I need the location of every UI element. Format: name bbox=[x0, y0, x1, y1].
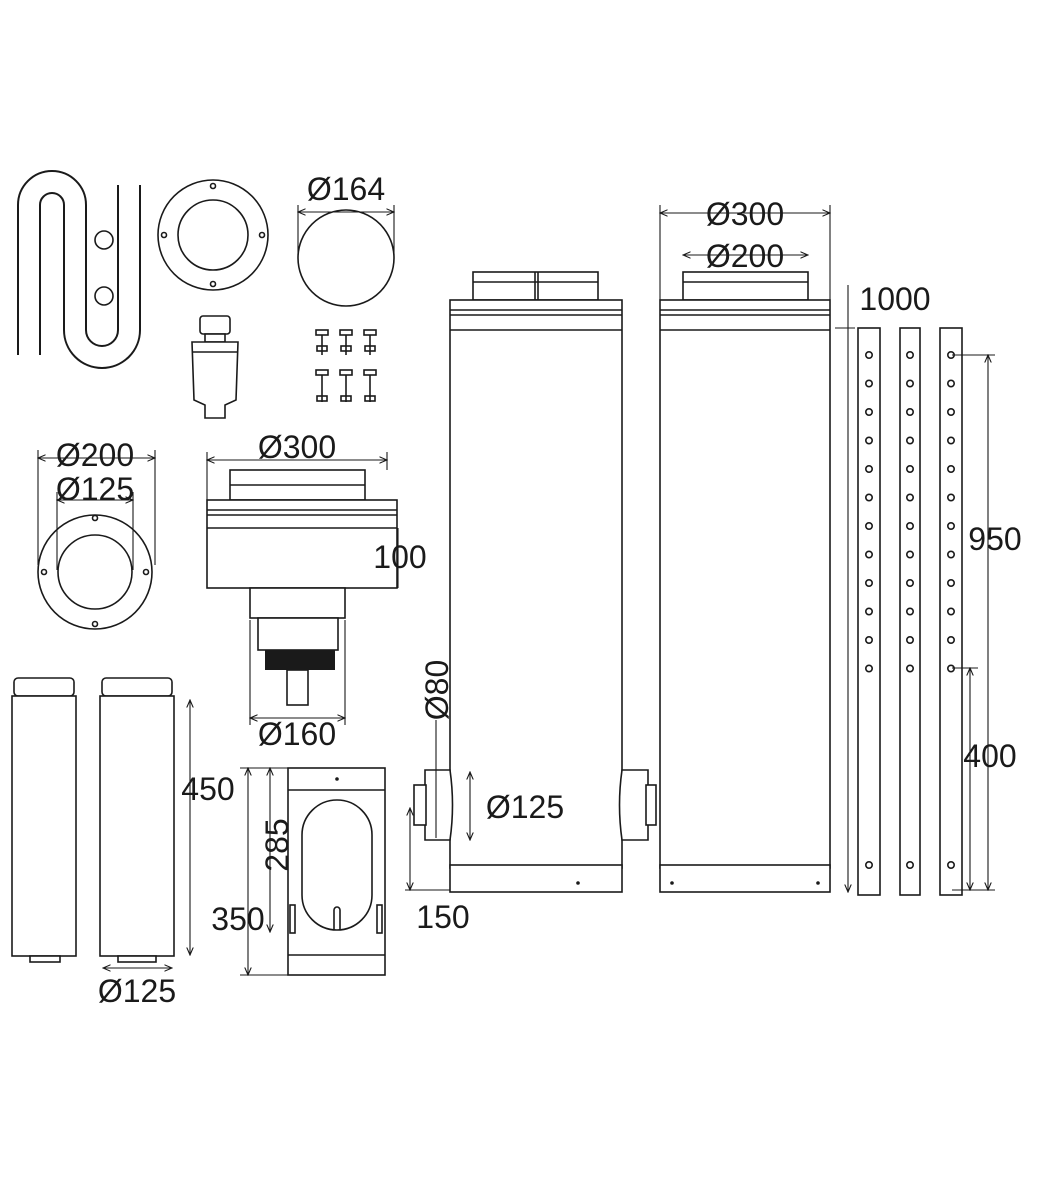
rail-hole bbox=[864, 578, 873, 587]
mounting-rails bbox=[857, 327, 963, 896]
pipe-outer-label: Ø300 bbox=[706, 196, 784, 232]
rail-hole bbox=[905, 635, 914, 644]
rosette-inner-label: Ø125 bbox=[56, 471, 134, 507]
inspection-opening-label: 285 bbox=[259, 818, 295, 871]
adapter-outer-label: Ø300 bbox=[258, 429, 336, 465]
rail-hole bbox=[905, 407, 914, 416]
rail-hole bbox=[864, 436, 873, 445]
tee-pipe: Ø80 Ø125 150 bbox=[405, 271, 657, 935]
pipe-inner-label: Ø200 bbox=[706, 238, 784, 274]
rail-hole bbox=[864, 607, 873, 616]
disc-diameter-label: Ø164 bbox=[307, 171, 385, 207]
pipe-length-label: 1000 bbox=[859, 281, 930, 317]
wall-rosette-top bbox=[157, 179, 269, 291]
rail-hole bbox=[905, 664, 914, 673]
rail-hole bbox=[864, 521, 873, 530]
inspection-height-label: 350 bbox=[211, 901, 264, 937]
adapter-bottom-label: Ø160 bbox=[258, 716, 336, 752]
rail-hole bbox=[905, 464, 914, 473]
tee-bottom-offset-label: 150 bbox=[416, 899, 469, 935]
tee-branch-inner-label: Ø80 bbox=[419, 660, 455, 720]
rail-hole bbox=[864, 464, 873, 473]
rosette-outer-label: Ø200 bbox=[56, 437, 134, 473]
rail-hole bbox=[905, 350, 914, 359]
rail-span-label: 950 bbox=[968, 521, 1021, 557]
short-pipes: 450 Ø125 bbox=[11, 677, 235, 1009]
pipe-1000: Ø300 Ø200 1000 bbox=[660, 196, 931, 892]
rail-hole bbox=[946, 407, 955, 416]
rail-hole bbox=[946, 550, 955, 559]
rail-hole bbox=[864, 635, 873, 644]
rail-hole bbox=[905, 578, 914, 587]
rail-hole bbox=[905, 521, 914, 530]
rail-hole bbox=[946, 607, 955, 616]
rail bbox=[857, 327, 881, 896]
boiler-adapter: Ø300 100 Ø160 bbox=[207, 429, 427, 752]
cover-disc: Ø164 bbox=[298, 171, 394, 307]
rail-hole bbox=[905, 436, 914, 445]
rail-hole bbox=[946, 379, 955, 388]
rail-hole bbox=[864, 379, 873, 388]
rail-hole bbox=[864, 860, 873, 869]
inspection-tee: 285 350 bbox=[211, 768, 386, 975]
short-pipe-diameter-label: Ø125 bbox=[98, 973, 176, 1009]
rail-hole bbox=[905, 860, 914, 869]
rail-hole bbox=[946, 860, 955, 869]
condensate-trap bbox=[191, 315, 239, 419]
rail-hole bbox=[864, 664, 873, 673]
rail-hole bbox=[864, 550, 873, 559]
rail-hole bbox=[905, 493, 914, 502]
rail-hole bbox=[864, 350, 873, 359]
rail-hole bbox=[905, 550, 914, 559]
wall-rosette-125: Ø200 Ø125 bbox=[38, 437, 155, 630]
rail-lower-span-label: 400 bbox=[963, 738, 1016, 774]
rail bbox=[939, 327, 963, 896]
bolt-set bbox=[315, 329, 377, 402]
rail-hole bbox=[946, 521, 955, 530]
rail-hole bbox=[946, 635, 955, 644]
tee-branch-outer-label: Ø125 bbox=[486, 789, 564, 825]
rail-hole bbox=[905, 607, 914, 616]
adapter-height-label: 100 bbox=[373, 539, 426, 575]
short-pipe-length-label: 450 bbox=[181, 771, 234, 807]
rail-hole bbox=[864, 493, 873, 502]
rail-hole bbox=[905, 379, 914, 388]
siphon-pipe bbox=[17, 170, 141, 369]
rail-hole bbox=[864, 407, 873, 416]
rail-hole bbox=[946, 464, 955, 473]
rail-hole bbox=[946, 436, 955, 445]
rail-hole bbox=[946, 578, 955, 587]
rail-hole bbox=[946, 493, 955, 502]
rail bbox=[899, 327, 921, 896]
rail-dimensions: 950 400 bbox=[952, 355, 1022, 890]
